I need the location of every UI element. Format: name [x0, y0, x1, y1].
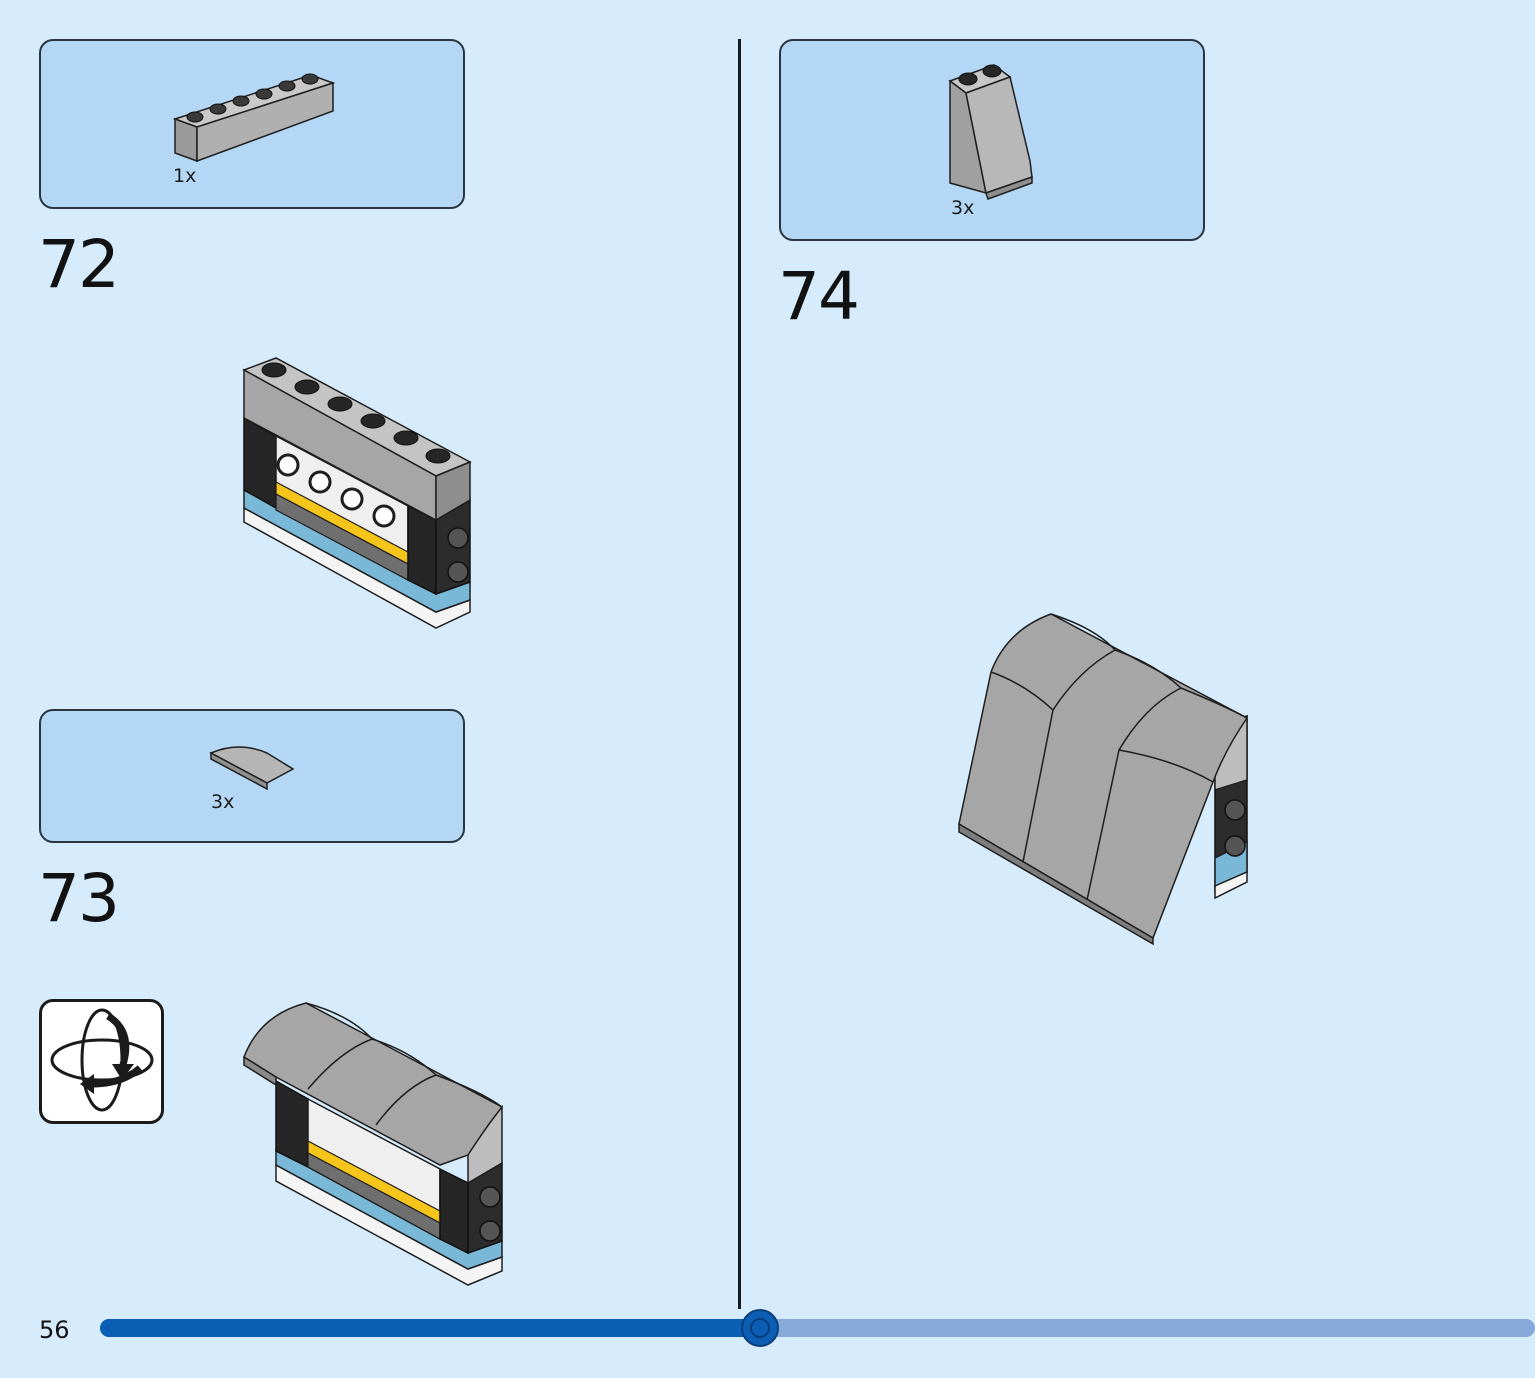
parts-callout-step-73: 3x — [39, 709, 465, 843]
rotate-model-icon — [50, 1008, 154, 1112]
rotate-model-box — [39, 999, 164, 1124]
part-quantity: 3x — [211, 791, 235, 813]
step-74-assembly-image — [958, 613, 1249, 946]
parts-callout-step-74: 3x — [779, 39, 1205, 241]
step-73-assembly-image — [243, 1002, 503, 1286]
slope-roof-tile-part-image — [948, 64, 1033, 200]
part-quantity: 3x — [951, 197, 975, 219]
brick-1x6-part-image — [172, 73, 336, 163]
page-number: 56 — [39, 1316, 70, 1344]
progress-indicator — [741, 1309, 779, 1347]
step-72-assembly-image — [242, 357, 472, 629]
step-number-72: 72 — [38, 226, 120, 303]
step-number-73: 73 — [38, 860, 120, 937]
part-quantity: 1x — [173, 165, 197, 187]
curved-slope-part-image — [209, 746, 295, 791]
column-divider — [738, 39, 741, 1309]
progress-fill — [100, 1319, 760, 1337]
step-number-74: 74 — [778, 258, 860, 335]
parts-callout-step-72: 1x — [39, 39, 465, 209]
